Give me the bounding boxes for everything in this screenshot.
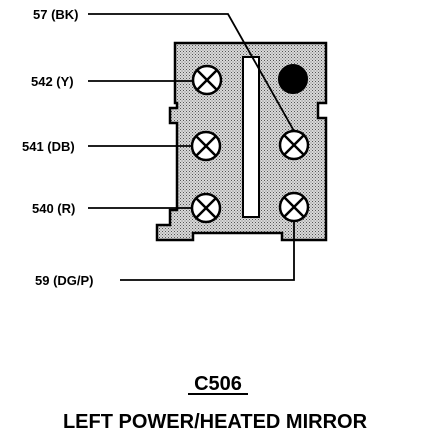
leader-line-57 xyxy=(88,13,295,132)
pin-cavity-540 xyxy=(190,192,222,224)
wire-label-540: 540 (R) xyxy=(32,201,75,216)
wire-label-541: 541 (DB) xyxy=(22,139,75,154)
pin-cavity-542 xyxy=(191,64,223,96)
pin-cavity-541 xyxy=(190,130,222,162)
pin-cavity-57 xyxy=(278,129,310,161)
connector-center-rib xyxy=(242,56,260,218)
pin-cavity-plugged xyxy=(278,64,308,94)
wire-label-57: 57 (BK) xyxy=(33,7,79,22)
connector-id: C506 xyxy=(194,373,242,395)
wire-label-542: 542 (Y) xyxy=(31,74,74,89)
pin-cavity-59 xyxy=(278,191,310,223)
leader-line-59 xyxy=(120,221,295,281)
connector-description: LEFT POWER/HEATED MIRROR xyxy=(63,411,368,433)
wire-label-59: 59 (DG/P) xyxy=(35,273,94,288)
